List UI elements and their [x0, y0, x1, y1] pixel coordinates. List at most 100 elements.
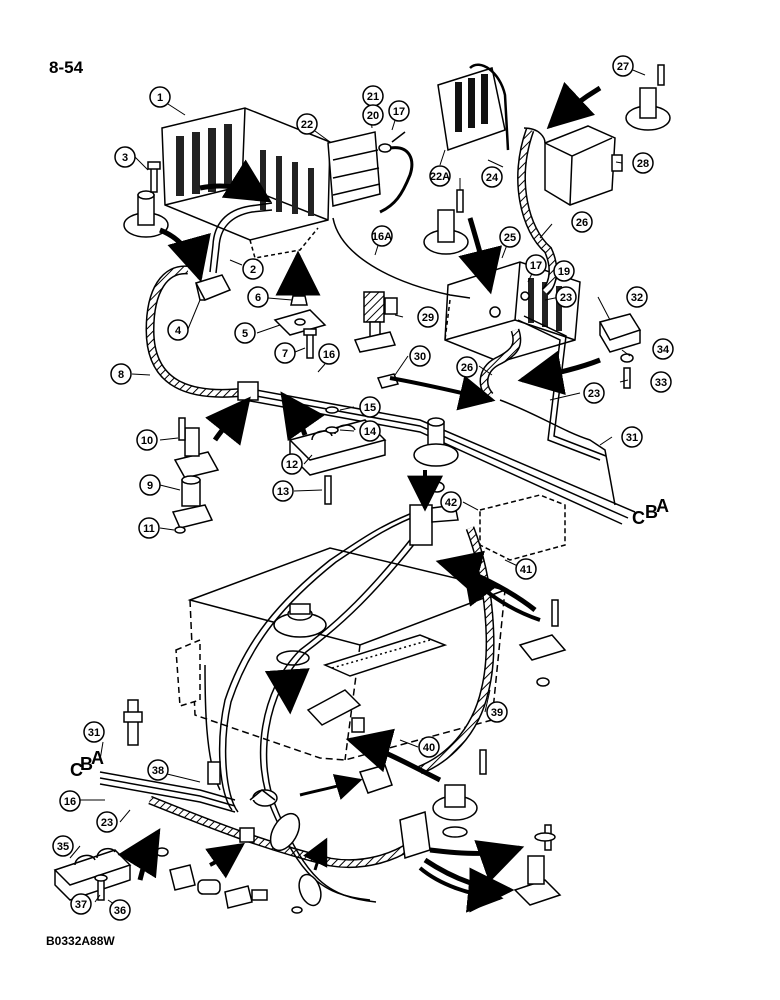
callout-22a: 22A [429, 165, 451, 187]
callout-32: 32 [626, 286, 648, 308]
svg-text:30: 30 [414, 351, 426, 363]
svg-text:20: 20 [367, 110, 379, 122]
callout-13: 13 [272, 480, 294, 502]
callout-6: 6 [247, 286, 269, 308]
svg-text:16: 16 [323, 349, 335, 361]
figure-code: B0332A88W [46, 934, 115, 948]
svg-text:7: 7 [282, 348, 288, 360]
callout-20: 20 [362, 104, 384, 126]
port-letter-a-right: A [656, 496, 669, 516]
svg-text:2: 2 [250, 264, 256, 276]
svg-text:27: 27 [617, 61, 629, 73]
svg-text:37: 37 [75, 899, 87, 911]
svg-text:16A: 16A [372, 231, 392, 243]
svg-text:5: 5 [242, 328, 248, 340]
callout-35: 35 [52, 835, 74, 857]
port-letter-c-left: C [70, 760, 83, 780]
svg-text:42: 42 [445, 497, 457, 509]
svg-text:22A: 22A [430, 171, 450, 183]
svg-text:25: 25 [504, 232, 516, 244]
svg-text:26: 26 [461, 362, 473, 374]
accumulator [523, 125, 623, 206]
svg-text:34: 34 [657, 344, 670, 356]
callout-37: 37 [70, 893, 92, 915]
callout-26-top: 26 [571, 211, 593, 233]
callout-22: 22 [296, 113, 318, 135]
callout-31-right: 31 [621, 426, 643, 448]
hydraulic-tank [175, 547, 508, 761]
port-letter-b-left: B [80, 754, 93, 774]
callout-1: 1 [149, 86, 171, 108]
svg-text:41: 41 [520, 564, 532, 576]
callout-23-left: 23 [96, 811, 118, 833]
callout-30: 30 [409, 345, 431, 367]
callout-23-mid: 23 [583, 382, 605, 404]
callout-21: 21 [362, 85, 384, 107]
callout-39: 39 [486, 701, 508, 723]
callout-27: 27 [612, 55, 634, 77]
svg-text:35: 35 [57, 841, 69, 853]
callout-bubbles: 1 3 2 4 5 6 7 8 16 10 9 11 12 13 14 15 2… [52, 55, 674, 921]
svg-text:19: 19 [558, 266, 570, 278]
svg-text:33: 33 [655, 377, 667, 389]
callout-26-mid: 26 [456, 356, 478, 378]
svg-text:6: 6 [255, 292, 261, 304]
svg-text:36: 36 [114, 905, 126, 917]
svg-text:21: 21 [367, 91, 379, 103]
callout-4: 4 [167, 319, 189, 341]
callout-16a: 16A [371, 225, 393, 247]
svg-text:15: 15 [364, 402, 376, 414]
svg-text:11: 11 [143, 523, 155, 535]
port-letter-a-left: A [91, 748, 104, 768]
svg-text:22: 22 [301, 119, 313, 131]
svg-text:16: 16 [64, 796, 76, 808]
svg-text:26: 26 [576, 217, 588, 229]
callout-16-left: 16 [59, 790, 81, 812]
callout-12: 12 [281, 453, 303, 475]
solenoid-block [327, 131, 414, 214]
callout-10: 10 [136, 429, 158, 451]
svg-text:38: 38 [152, 765, 164, 777]
svg-text:4: 4 [175, 325, 182, 337]
callout-41: 41 [515, 558, 537, 580]
callout-17-right: 17 [525, 254, 547, 276]
callout-42: 42 [440, 491, 462, 513]
port-letter-c-right: C [632, 508, 645, 528]
callout-19: 19 [553, 260, 575, 282]
svg-text:13: 13 [277, 486, 289, 498]
callout-7: 7 [274, 342, 296, 364]
pressure-manifold [437, 63, 510, 152]
callout-36: 36 [109, 899, 131, 921]
svg-text:3: 3 [122, 152, 128, 164]
callout-23-top: 23 [555, 286, 577, 308]
callout-31-left: 31 [83, 721, 105, 743]
callout-28: 28 [632, 152, 654, 174]
callout-17: 17 [388, 100, 410, 122]
callout-25: 25 [499, 226, 521, 248]
callout-16: 16 [318, 343, 340, 365]
svg-text:31: 31 [626, 432, 638, 444]
callout-11: 11 [138, 517, 160, 539]
callout-14: 14 [359, 420, 381, 442]
svg-text:24: 24 [486, 172, 499, 184]
svg-text:14: 14 [364, 426, 377, 438]
callout-29: 29 [417, 306, 439, 328]
svg-text:17: 17 [530, 260, 542, 272]
port-letter-b-right: B [645, 502, 658, 522]
svg-text:29: 29 [422, 312, 434, 324]
svg-text:12: 12 [286, 459, 298, 471]
svg-text:32: 32 [631, 292, 643, 304]
svg-text:23: 23 [588, 388, 600, 400]
callout-2: 2 [242, 258, 264, 280]
callout-15: 15 [359, 396, 381, 418]
svg-text:23: 23 [560, 292, 572, 304]
svg-text:1: 1 [157, 92, 163, 104]
callout-34: 34 [652, 338, 674, 360]
svg-text:9: 9 [147, 480, 153, 492]
svg-text:23: 23 [101, 817, 113, 829]
svg-text:40: 40 [423, 742, 435, 754]
callout-3: 3 [114, 146, 136, 168]
page-number: 8-54 [49, 58, 84, 77]
callout-24: 24 [481, 166, 503, 188]
